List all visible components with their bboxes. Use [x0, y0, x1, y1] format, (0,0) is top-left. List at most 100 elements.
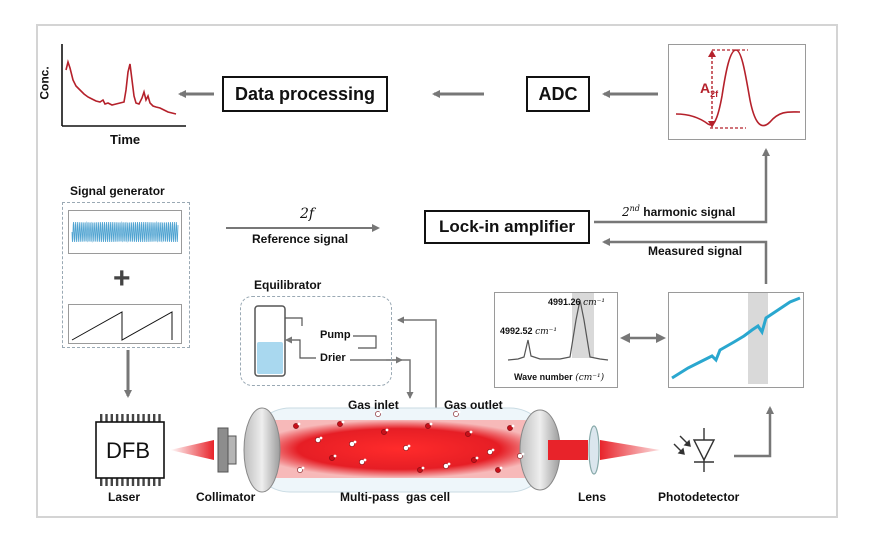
chip-pin: [105, 478, 108, 486]
chip-pin: [110, 414, 113, 422]
chip-pin: [137, 414, 140, 422]
gas-molecule-atom: [447, 462, 451, 466]
gas-molecule-atom: [297, 422, 301, 426]
chip-pin: [142, 414, 145, 422]
signal-generator-panel: [62, 202, 190, 348]
chip-pin: [115, 478, 119, 486]
chip-pin: [126, 414, 129, 422]
chip-pin: [115, 414, 119, 422]
photodetector-label: Photodetector: [658, 490, 740, 504]
sine-waveform: [71, 221, 179, 243]
adc-box: ADC: [526, 76, 590, 112]
chip-pin: [131, 478, 135, 486]
collimator-icon: [217, 427, 237, 473]
data-processing-box: Data processing: [222, 76, 388, 112]
gas-molecule-atom: [429, 422, 433, 426]
peak-4992-label: 4992.52 cm⁻¹: [500, 326, 557, 337]
sine-panel: [68, 210, 182, 254]
gas-molecule-atom: [353, 440, 357, 444]
chip-pin: [121, 414, 124, 422]
gas-molecule: [315, 437, 321, 443]
photodetector-output-arrow: [734, 406, 774, 458]
gas-molecule: [349, 441, 355, 447]
photodetector-icon: [673, 428, 716, 472]
wave-number-label: Wave number (cm⁻¹): [514, 372, 605, 383]
chip-pin: [105, 414, 108, 422]
gas-inlet-line: [386, 359, 414, 399]
chip-pin: [137, 478, 140, 486]
gas-molecule: [297, 467, 303, 473]
time-axis-label: Time: [110, 132, 141, 147]
gas-inlet-label: Gas inlet: [348, 398, 399, 412]
drier-label: Drier: [318, 352, 348, 364]
gas-molecule: [495, 467, 501, 473]
second-harmonic-panel: [668, 44, 806, 140]
peak-4991-label: 4991.26 cm⁻¹: [548, 297, 605, 308]
gas-molecule: [517, 453, 523, 459]
reference-signal-label: Reference signal: [252, 232, 349, 246]
gas-outlet-label: Gas outlet: [444, 398, 503, 412]
gas-molecule: [453, 411, 459, 417]
dfb-label: DFB: [106, 438, 150, 463]
chip-pin: [142, 478, 145, 486]
transmission-panel: [668, 292, 804, 388]
gas-molecule-atom: [319, 436, 323, 440]
gas-molecule: [337, 421, 343, 427]
gas-molecule-atom: [363, 458, 367, 462]
gas-molecule: [329, 455, 335, 461]
concentration-plot: [61, 44, 186, 127]
gas-molecule-atom: [457, 410, 461, 414]
chip-pin: [121, 478, 124, 486]
gas-molecule-atom: [379, 410, 383, 414]
gas-molecule-atom: [491, 448, 495, 452]
laser-label: Laser: [108, 490, 141, 504]
lens-label: Lens: [578, 490, 607, 504]
chip-pin: [158, 414, 161, 422]
gas-molecule-atom: [421, 466, 425, 470]
gas-molecule-atom: [333, 454, 337, 458]
conc-axis-label: Conc.: [37, 66, 52, 100]
gas-molecule-atom: [341, 420, 345, 424]
harmonic-signal-arrow: [594, 148, 770, 224]
gas-molecule: [381, 429, 387, 435]
gas-molecule: [507, 425, 513, 431]
sawtooth-waveform: [71, 311, 173, 341]
gas-cell-label: Multi-pass gas cell: [340, 490, 451, 504]
gas-molecule-atom: [499, 466, 503, 470]
gas-outlet-line: [397, 316, 437, 410]
signal-generator-title: Signal generator: [70, 184, 165, 198]
gas-molecule-atom: [301, 466, 305, 470]
chip-pin: [153, 478, 156, 486]
gas-molecule: [293, 423, 299, 429]
sawtooth-panel: [68, 304, 182, 344]
measured-signal-arrow: [602, 238, 768, 284]
transmission-plot: [671, 292, 801, 384]
chip-pin: [147, 478, 151, 486]
chip-pin: [153, 414, 156, 422]
chip-pin: [158, 478, 161, 486]
lock-in-amplifier-box: Lock-in amplifier: [424, 210, 590, 244]
gas-molecule: [375, 411, 381, 417]
second-harmonic-waveform: [675, 49, 801, 129]
gas-molecule: [425, 423, 431, 429]
gas-molecule-atom: [385, 428, 389, 432]
gas-molecule: [487, 449, 493, 455]
chip-pin: [147, 414, 151, 422]
laser-beam-cell-out: [548, 440, 588, 460]
collimator-label: Collimator: [196, 490, 256, 504]
equilibrator-vessel: [254, 305, 403, 377]
spectrum-panel: [494, 292, 618, 388]
gas-molecule-atom: [511, 424, 515, 428]
harmonic-signal-label: 2nd harmonic signal: [622, 204, 736, 219]
gas-molecule: [359, 459, 365, 465]
reference-frequency: 2f: [300, 206, 315, 222]
gas-molecule: [471, 457, 477, 463]
laser-beam-in: [170, 440, 214, 460]
gas-molecule-atom: [407, 444, 411, 448]
dfb-laser-chip: [95, 414, 165, 486]
gas-molecule-atom: [475, 456, 479, 460]
lens-icon: [588, 425, 600, 475]
amplitude-label: A2f: [700, 80, 719, 99]
equilibrator-title: Equilibrator: [254, 278, 322, 292]
